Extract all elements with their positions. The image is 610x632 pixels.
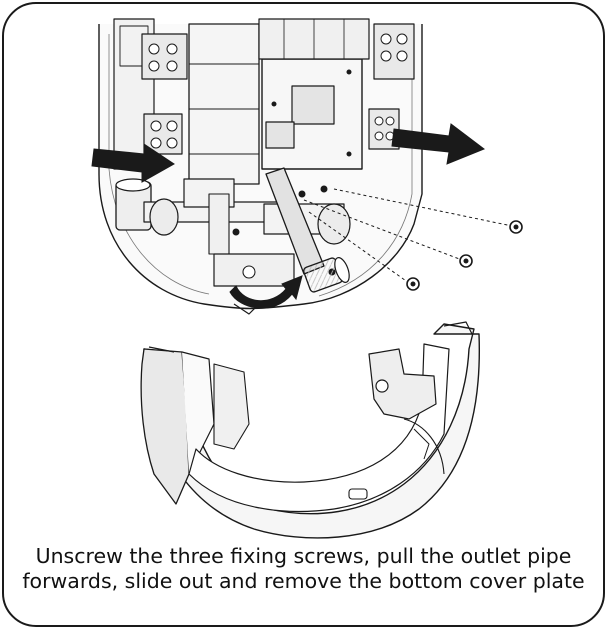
screw-icon [459,254,473,268]
pull-arrow-left [91,143,175,183]
right-terminal-block [368,23,415,150]
instruction-card: Unscrew the three fixing screws, pull th… [2,2,605,627]
bottom-cover-plate [140,321,481,539]
water-heater-unit-drawing [98,18,423,315]
outlet-pipe-assembly [115,178,351,287]
screw-icon [406,277,420,291]
outlet-pipe [265,167,350,293]
left-terminal-block [141,33,188,155]
pull-arrow-right [391,123,486,165]
rotate-arrow [229,275,303,309]
fixing-screws [303,188,523,291]
installation-diagram [91,18,523,539]
control-board [258,18,370,170]
instruction-caption: Unscrew the three fixing screws, pull th… [22,544,585,593]
screw-icon [509,220,523,234]
